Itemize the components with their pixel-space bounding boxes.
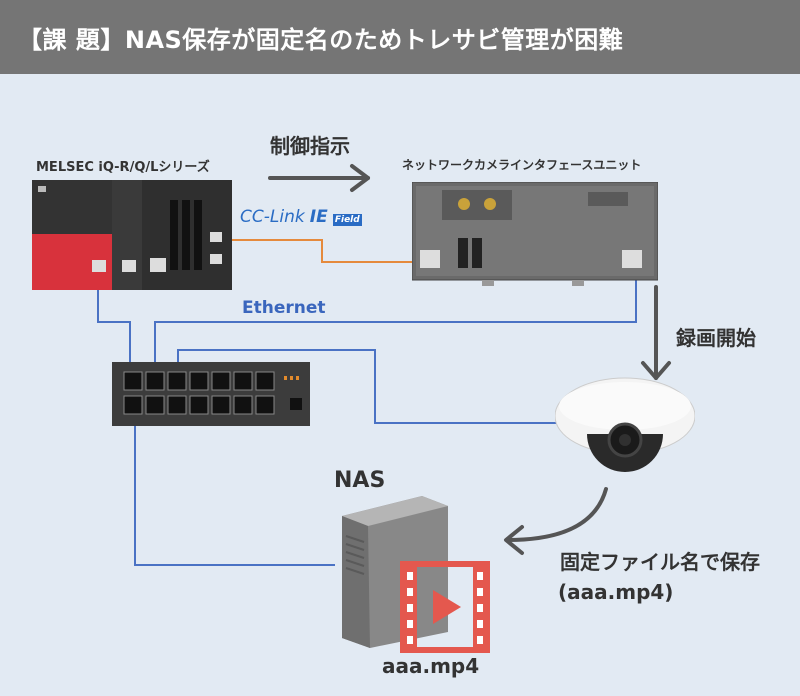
arrow-right-icon bbox=[268, 164, 370, 192]
record-start-label: 録画開始 bbox=[676, 326, 756, 350]
network-camera-device bbox=[555, 377, 695, 472]
cclink-logo-ie: IE bbox=[309, 207, 328, 227]
cclink-logo-field: Field bbox=[332, 214, 362, 226]
ethernet-line-hub-nas bbox=[134, 420, 335, 566]
header-bar: 【課 題】NAS保存が固定名のためトレサビ管理が困難 bbox=[0, 0, 800, 74]
cclink-logo-prefix: CC-Link bbox=[240, 207, 305, 227]
nas-device bbox=[342, 496, 448, 648]
save-label-line2: (aaa.mp4) bbox=[558, 580, 674, 604]
plc-device bbox=[32, 180, 232, 290]
video-file-icon bbox=[400, 561, 490, 653]
cclink-line bbox=[219, 239, 421, 263]
save-label-line1: 固定ファイル名で保存 bbox=[560, 550, 760, 574]
ethernet-line-camera-hub bbox=[177, 349, 570, 424]
interface-unit-device bbox=[412, 182, 658, 286]
cclink-ie-field-logo: CC-Link IE Field bbox=[240, 207, 362, 227]
ethernet-line-unit-hub bbox=[154, 268, 637, 368]
curved-arrow-icon bbox=[504, 487, 608, 555]
page-title: 【課 題】NAS保存が固定名のためトレサビ管理が困難 bbox=[18, 26, 624, 54]
plc-label: MELSEC iQ-R/Q/Lシリーズ bbox=[36, 160, 210, 175]
ethernet-line-plc-hub bbox=[97, 275, 131, 368]
ethernet-label: Ethernet bbox=[242, 298, 326, 318]
control-instruction-label: 制御指示 bbox=[270, 134, 350, 158]
nas-label: NAS bbox=[334, 468, 386, 493]
arrow-down-icon bbox=[641, 285, 671, 380]
interface-unit-label: ネットワークカメラインタフェースユニット bbox=[402, 158, 642, 172]
network-hub-device bbox=[112, 362, 310, 426]
file-name-label: aaa.mp4 bbox=[382, 654, 480, 678]
